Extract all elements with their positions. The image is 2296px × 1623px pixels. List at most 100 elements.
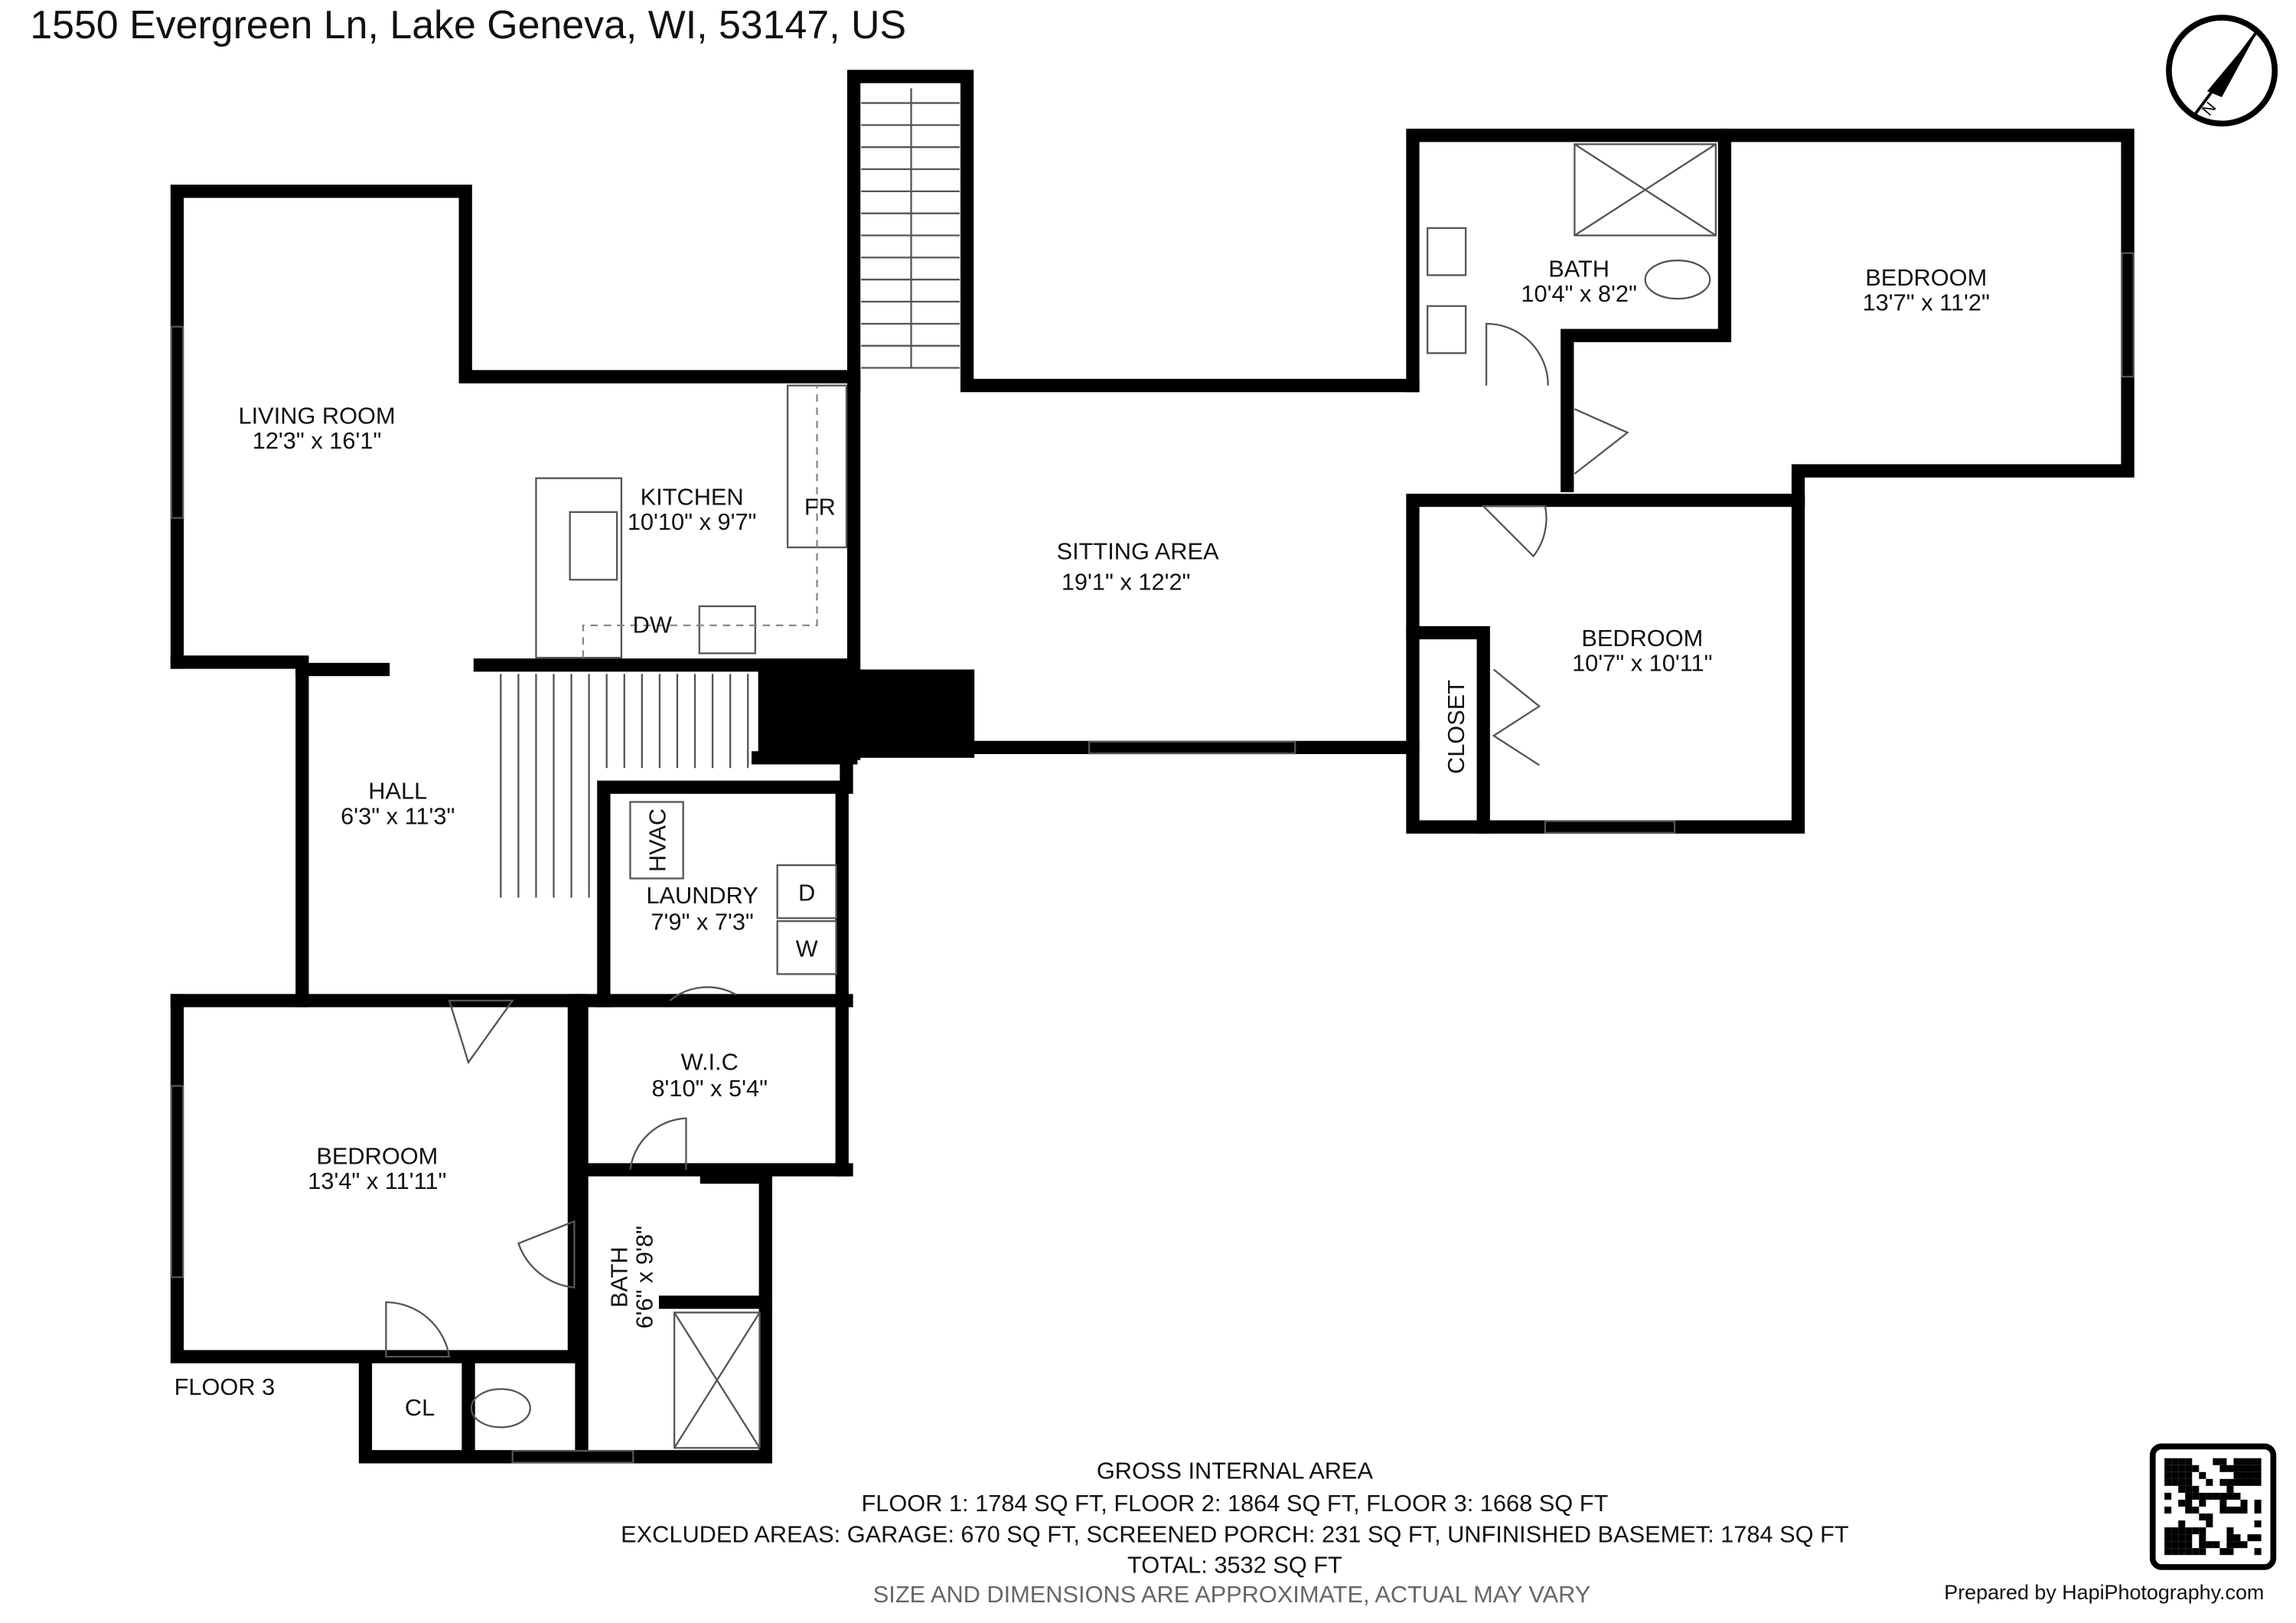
toilet-icon — [1644, 260, 1711, 300]
dryer-label: D — [798, 879, 815, 906]
qr-module — [2233, 1471, 2241, 1479]
compass-north-label: N — [2199, 99, 2219, 119]
qr-module — [2185, 1492, 2193, 1500]
qr-module — [2233, 1478, 2241, 1486]
qr-module — [2164, 1506, 2172, 1514]
living-room-dims: 12'3" x 16'1" — [253, 427, 382, 454]
qr-module — [2192, 1492, 2200, 1500]
laundry-dims: 7'9" x 7'3" — [651, 909, 753, 936]
qr-module — [2226, 1485, 2234, 1493]
qr-module — [2164, 1527, 2172, 1535]
qr-module — [2219, 1506, 2227, 1514]
qr-module — [2206, 1520, 2213, 1528]
bedroom-name: BEDROOM — [316, 1142, 438, 1169]
wic-name: W.I.C — [681, 1048, 739, 1075]
kitchen-dims: 10'10" x 9'7" — [628, 508, 757, 535]
qr-module — [2254, 1534, 2262, 1542]
dishwasher-label: DW — [633, 611, 672, 638]
qr-module — [2171, 1465, 2179, 1472]
qr-module — [2240, 1541, 2248, 1549]
qr-module — [2185, 1465, 2193, 1472]
fridge-label: FR — [804, 494, 836, 521]
cl-label: CL — [405, 1394, 435, 1421]
qr-module — [2199, 1471, 2206, 1479]
disclaimer: SIZE AND DIMENSIONS ARE APPROXIMATE, ACT… — [873, 1581, 1591, 1608]
sitting-area-name: SITTING AREA — [1057, 537, 1219, 564]
sink-icon — [569, 511, 618, 581]
qr-module — [2199, 1534, 2206, 1542]
qr-module — [2240, 1471, 2248, 1479]
room-labels: LIVING ROOM 12'3" x 16'1" KITCHEN 10'10"… — [174, 255, 1990, 1421]
qr-module — [2199, 1514, 2206, 1521]
qr-module — [2171, 1527, 2179, 1535]
qr-module — [2254, 1520, 2262, 1528]
address-title: 1550 Evergreen Ln, Lake Geneva, WI, 5314… — [30, 2, 906, 47]
qr-module — [2219, 1499, 2227, 1507]
bedroom-dims: 13'4" x 11'11" — [308, 1167, 446, 1194]
qr-module — [2171, 1534, 2179, 1542]
qr-module — [2185, 1541, 2193, 1549]
fixtures: /* rungs drawn below */ — [170, 88, 2135, 1464]
washer-label: W — [796, 935, 818, 962]
hall-dims: 6'3" x 11'3" — [341, 802, 455, 829]
qr-module — [2185, 1506, 2193, 1514]
total-area: TOTAL: 3532 SQ FT — [1127, 1552, 1342, 1579]
gross-area-heading: GROSS INTERNAL AREA — [1097, 1458, 1374, 1484]
qr-module — [2199, 1541, 2206, 1549]
qr-module — [2226, 1506, 2234, 1514]
floor-label: FLOOR 3 — [174, 1373, 276, 1400]
bath-name: BATH — [1548, 255, 1609, 282]
qr-module — [2185, 1485, 2193, 1493]
qr-module — [2247, 1465, 2255, 1472]
qr-module — [2247, 1458, 2255, 1465]
qr-module — [2233, 1506, 2241, 1514]
qr-module — [2240, 1499, 2248, 1507]
qr-module — [2240, 1458, 2248, 1465]
qr-module — [2247, 1478, 2255, 1486]
qr-module — [2226, 1492, 2234, 1500]
qr-module — [2254, 1458, 2262, 1465]
qr-module — [2219, 1465, 2227, 1472]
footer: GROSS INTERNAL AREA FLOOR 1: 1784 SQ FT,… — [621, 1443, 2277, 1608]
bedroom-dims: 10'7" x 10'11" — [1572, 649, 1712, 676]
qr-module — [2226, 1478, 2234, 1486]
qr-module — [2226, 1465, 2234, 1472]
excluded-areas: EXCLUDED AREAS: GARAGE: 670 SQ FT, SCREE… — [621, 1520, 1849, 1547]
qr-module — [2171, 1478, 2179, 1486]
qr-module — [2199, 1492, 2206, 1500]
qr-module — [2233, 1492, 2241, 1500]
qr-module — [2206, 1541, 2213, 1549]
qr-module — [2178, 1478, 2186, 1486]
qr-module — [2254, 1471, 2262, 1479]
qr-module — [2164, 1541, 2172, 1549]
compass: N — [2166, 15, 2278, 127]
qr-module — [2199, 1499, 2206, 1507]
qr-module — [2192, 1485, 2200, 1493]
qr-module — [2178, 1527, 2186, 1535]
sink-icon — [1427, 305, 1467, 354]
stove-icon — [698, 605, 756, 655]
qr-module — [2185, 1534, 2193, 1542]
qr-module — [2226, 1534, 2234, 1542]
qr-module — [2226, 1548, 2234, 1556]
qr-module — [2192, 1465, 2200, 1472]
qr-module — [2240, 1506, 2248, 1514]
qr-module — [2178, 1548, 2186, 1556]
qr-module — [2233, 1458, 2241, 1465]
qr-module — [2192, 1548, 2200, 1556]
qr-module — [2233, 1534, 2241, 1542]
hall-name: HALL — [368, 778, 427, 805]
qr-module — [2185, 1527, 2193, 1535]
qr-module — [2240, 1478, 2248, 1486]
qr-module — [2164, 1465, 2172, 1472]
walls — [170, 70, 2135, 1464]
qr-module — [2164, 1458, 2172, 1465]
qr-module — [2164, 1492, 2172, 1500]
qr-module — [2178, 1534, 2186, 1542]
qr-module — [2240, 1465, 2248, 1472]
qr-module — [2226, 1541, 2234, 1549]
prepared-by: Prepared by HapiPhotography.com — [1944, 1581, 2264, 1604]
qr-module — [2199, 1548, 2206, 1556]
qr-module — [2178, 1465, 2186, 1472]
